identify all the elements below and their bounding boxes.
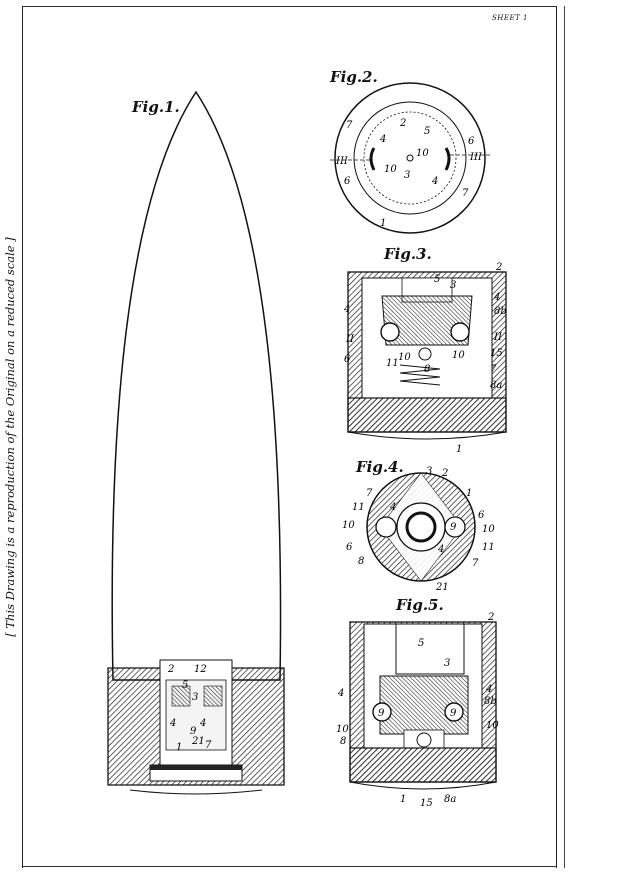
svg-text:6: 6 (468, 136, 475, 147)
svg-text:9: 9 (450, 708, 457, 719)
svg-text:3: 3 (450, 280, 456, 291)
svg-text:15: 15 (420, 798, 433, 809)
sheet-border-left (22, 6, 23, 868)
svg-text:III: III (469, 152, 483, 163)
svg-text:8: 8 (358, 556, 364, 567)
svg-text:9: 9 (190, 726, 197, 737)
svg-text:10: 10 (482, 524, 495, 535)
svg-text:1: 1 (456, 444, 462, 455)
svg-text:6: 6 (344, 176, 351, 187)
fig5-section: 5 3 2 4 4 8b 9 9 10 10 8 1 15 8a (336, 612, 499, 809)
svg-text:5: 5 (418, 638, 424, 649)
svg-text:10: 10 (486, 720, 499, 731)
svg-text:3: 3 (444, 658, 450, 669)
svg-text:4: 4 (485, 684, 492, 695)
svg-text:II: II (493, 332, 503, 343)
sheet-border-top (22, 6, 557, 7)
svg-text:4: 4 (343, 304, 350, 315)
svg-text:2: 2 (487, 612, 494, 623)
svg-text:10: 10 (398, 352, 411, 363)
svg-text:8: 8 (424, 364, 430, 375)
fig5-label: Fig.5. (396, 596, 444, 614)
fig1-projectile: 2 12 5 3 4 4 9 21 1 7 (107, 90, 285, 795)
sheet-border-bottom (22, 866, 557, 867)
sheet-border-right (556, 6, 557, 868)
svg-text:8: 8 (340, 736, 346, 747)
svg-text:3: 3 (426, 466, 432, 477)
svg-text:10: 10 (342, 520, 355, 531)
svg-text:21: 21 (191, 736, 205, 747)
svg-text:6: 6 (478, 510, 485, 521)
svg-text:5: 5 (434, 274, 440, 285)
fig3-section: 5 3 2 4 4 8b II II 6 11 10 10 15 8 7 8a … (343, 262, 507, 455)
svg-text:11: 11 (482, 542, 495, 553)
svg-text:3: 3 (192, 692, 198, 703)
svg-text:8b: 8b (494, 306, 507, 317)
svg-text:4: 4 (437, 544, 444, 555)
svg-text:12: 12 (194, 664, 207, 675)
svg-text:7: 7 (205, 740, 212, 751)
svg-text:9: 9 (378, 708, 385, 719)
svg-text:7: 7 (366, 488, 373, 499)
svg-text:10: 10 (452, 350, 465, 361)
sheet-border-right-outer (564, 6, 565, 868)
svg-text:8a: 8a (444, 794, 456, 805)
svg-text:4: 4 (379, 134, 386, 145)
svg-text:10: 10 (384, 164, 397, 175)
svg-text:7: 7 (462, 188, 469, 199)
svg-text:8a: 8a (490, 380, 502, 391)
svg-text:1: 1 (176, 742, 182, 753)
svg-text:8b: 8b (484, 696, 497, 707)
svg-text:11: 11 (352, 502, 365, 513)
svg-text:6: 6 (346, 542, 353, 553)
svg-text:7: 7 (490, 364, 497, 375)
svg-text:5: 5 (182, 680, 188, 691)
fig4-cross-section: 3 2 7 1 11 4 6 10 9 10 6 4 11 8 7 21 (342, 466, 495, 593)
svg-text:4: 4 (169, 718, 176, 729)
fig2-top-view: 7 2 5 4 6 III III 10 10 3 6 4 7 1 (330, 82, 490, 234)
svg-text:2: 2 (495, 262, 502, 273)
svg-text:4: 4 (199, 718, 206, 729)
svg-text:21: 21 (435, 582, 449, 593)
fig2-label: Fig.2. (330, 68, 378, 86)
svg-text:1: 1 (400, 794, 406, 805)
sheet-number: SHEET 1 (492, 14, 528, 22)
svg-text:4: 4 (493, 292, 500, 303)
svg-text:5: 5 (424, 126, 430, 137)
svg-text:10: 10 (336, 724, 349, 735)
svg-text:2: 2 (441, 468, 448, 479)
fig1-label: Fig.1. (132, 98, 180, 116)
svg-text:II: II (345, 334, 355, 345)
svg-text:7: 7 (472, 558, 479, 569)
svg-text:15: 15 (490, 348, 503, 359)
svg-text:4: 4 (431, 176, 438, 187)
svg-text:1: 1 (380, 218, 386, 229)
svg-text:9: 9 (450, 522, 457, 533)
svg-text:4: 4 (389, 502, 396, 513)
svg-text:7: 7 (346, 120, 353, 131)
svg-text:11: 11 (386, 358, 399, 369)
svg-text:4: 4 (337, 688, 344, 699)
fig3-label: Fig.3. (384, 245, 432, 263)
svg-text:III: III (335, 156, 349, 167)
svg-text:2: 2 (399, 118, 406, 129)
svg-text:2: 2 (167, 664, 174, 675)
svg-text:3: 3 (404, 170, 410, 181)
svg-text:6: 6 (344, 354, 351, 365)
svg-text:10: 10 (416, 148, 429, 159)
svg-text:1: 1 (466, 488, 472, 499)
fig4-label: Fig.4. (356, 458, 404, 476)
